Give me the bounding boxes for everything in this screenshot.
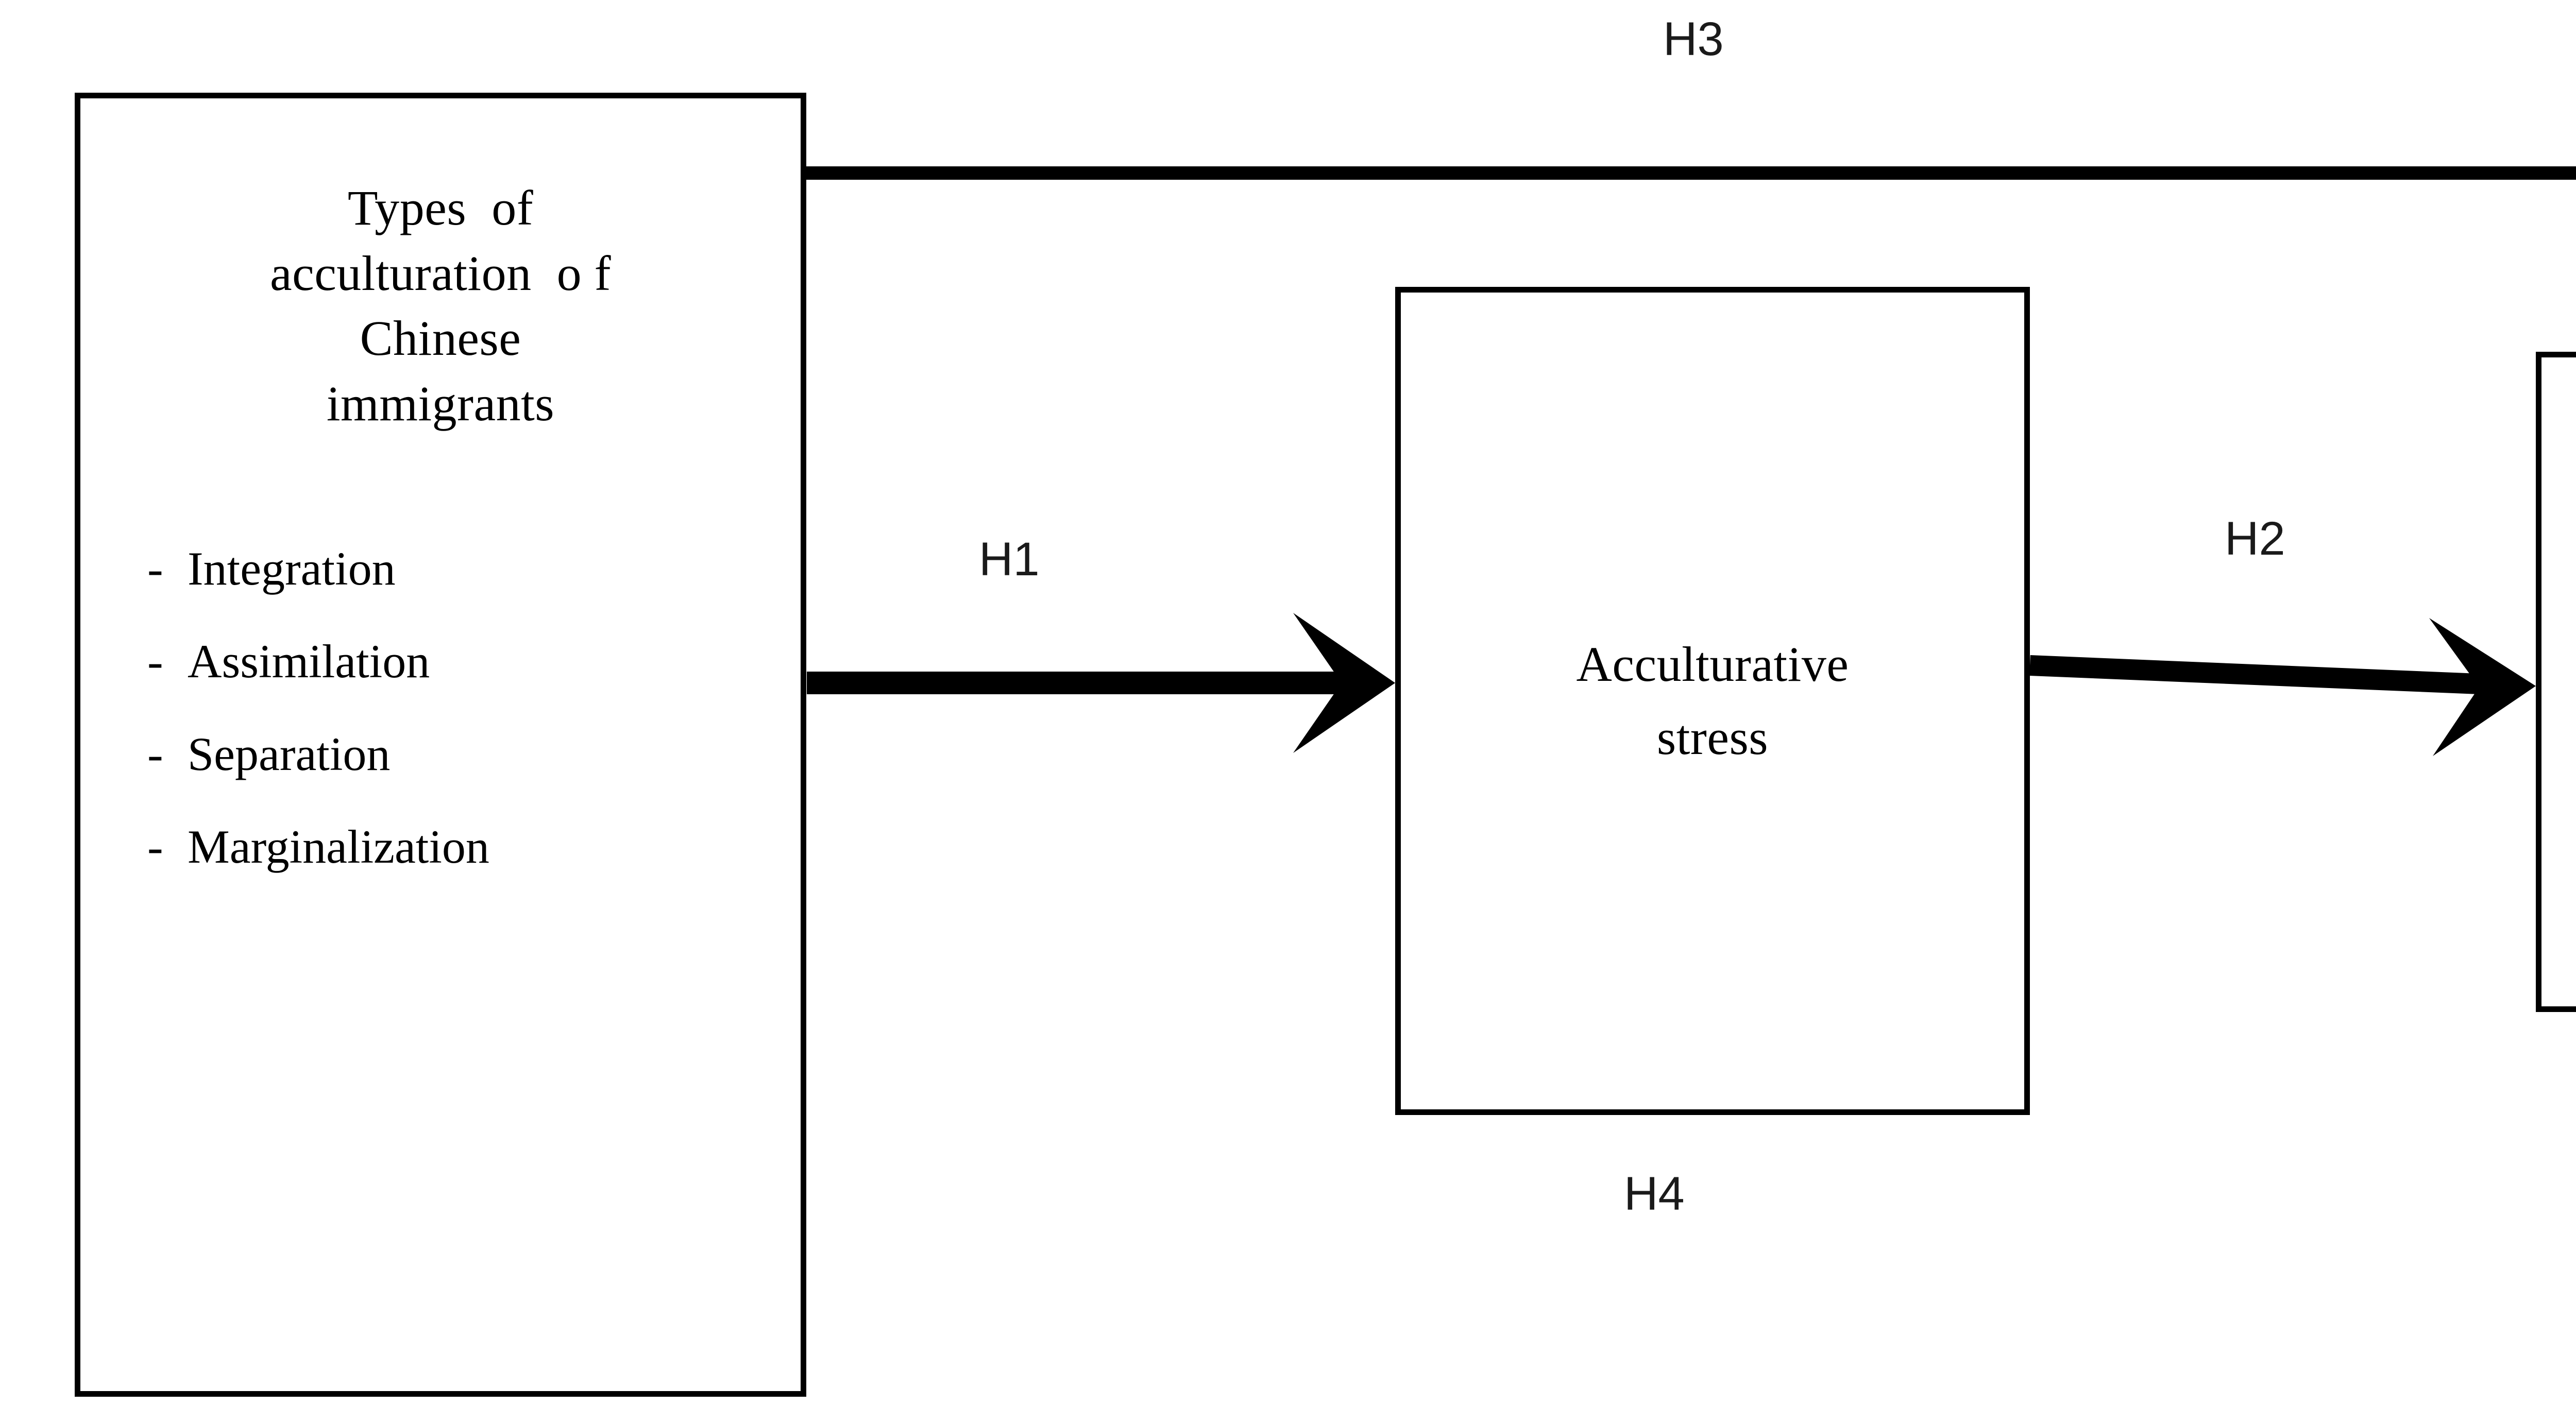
node-stress-title-line-1: Acculturative	[1576, 636, 1849, 692]
list-item: - Assimilation	[147, 638, 801, 730]
bullet-dash: -	[147, 820, 163, 873]
node-types-title-line-3: Chinese	[360, 311, 521, 366]
list-item-label: Separation	[188, 727, 391, 780]
bullet-dash: -	[147, 542, 163, 595]
node-types-title-line-2: acculturation o f	[269, 245, 612, 301]
h2-arrow	[2029, 618, 2536, 756]
list-item-label: Assimilation	[188, 635, 430, 688]
edge-label-h2: H2	[2225, 512, 2285, 565]
list-item-label: Integration	[188, 542, 396, 595]
list-item: - Separation	[147, 730, 801, 823]
node-adjustment-to-south-korean-society[interactable]: Adjustment to South Korean society	[2536, 352, 2576, 1012]
edge-label-h3: H3	[1663, 13, 1724, 65]
edge-label-h4: H4	[1624, 1168, 1685, 1220]
h3-arrow	[791, 166, 2576, 180]
node-acculturative-stress[interactable]: Acculturative stress	[1395, 287, 2030, 1115]
h1-arrow	[807, 613, 1395, 753]
list-item: - Integration	[147, 545, 801, 638]
node-types-title-line-4: immigrants	[326, 376, 555, 432]
node-types-of-acculturation[interactable]: Types of acculturation o f Chinese immig…	[75, 93, 806, 1397]
list-item: - Marginalization	[147, 823, 801, 916]
edge-label-h1: H1	[979, 533, 1040, 586]
node-stress-title: Acculturative stress	[1577, 628, 1849, 774]
bullet-dash: -	[147, 635, 163, 688]
acculturation-types-list: - Integration - Assimilation - Separatio…	[80, 545, 801, 916]
node-stress-title-line-2: stress	[1656, 710, 1769, 765]
bullet-dash: -	[147, 727, 163, 780]
list-item-label: Marginalization	[188, 820, 489, 873]
node-types-title-line-1: Types of	[347, 180, 534, 235]
node-types-title: Types of acculturation o f Chinese immig…	[80, 176, 801, 437]
